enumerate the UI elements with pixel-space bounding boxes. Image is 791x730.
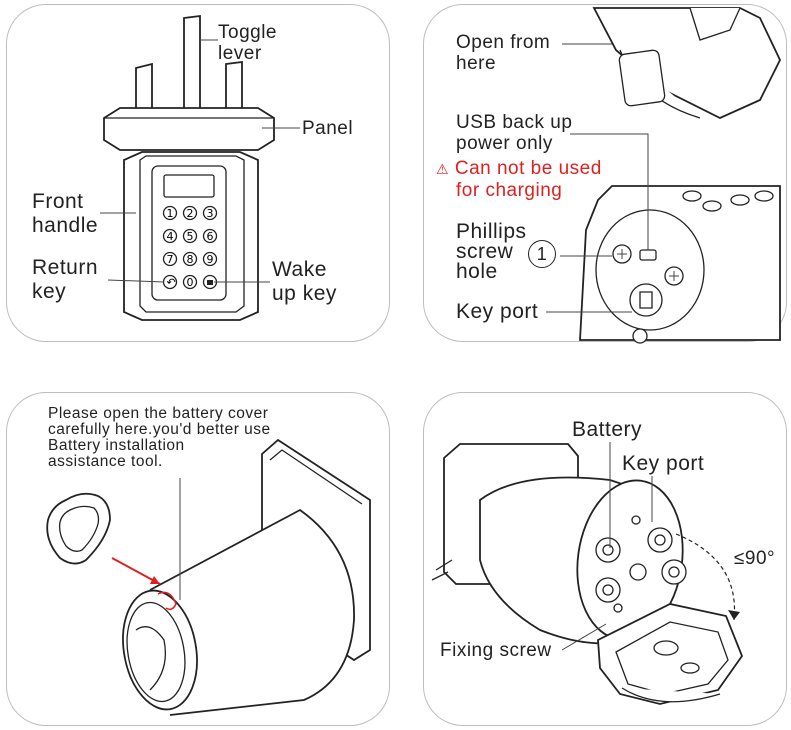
battery-open-illustration xyxy=(431,442,744,705)
svg-text:4: 4 xyxy=(167,230,174,243)
svg-text:3: 3 xyxy=(207,207,214,220)
key-port-label: Key port xyxy=(456,300,539,323)
svg-text:9: 9 xyxy=(207,253,214,266)
lock-front-illustration: 1 2 3 4 5 6 7 8 9 ↶ 0 xyxy=(100,14,300,321)
lock-back-illustration xyxy=(546,7,782,344)
battery-label: Battery xyxy=(572,418,643,441)
svg-text:5: 5 xyxy=(187,230,194,243)
warning-icon: ⚠ xyxy=(436,161,450,177)
svg-text:8: 8 xyxy=(187,253,194,266)
svg-text:2: 2 xyxy=(187,207,194,220)
svg-text:1: 1 xyxy=(167,207,174,220)
panel-label: Panel xyxy=(302,118,354,139)
key-port-label-2: Key port xyxy=(622,452,705,475)
charging-warning: ⚠ Can not be used for charging xyxy=(436,158,602,201)
svg-text:7: 7 xyxy=(167,253,174,266)
svg-text:0: 0 xyxy=(187,276,194,289)
fixing-screw-label: Fixing screw xyxy=(440,640,552,661)
circled-number-badge: 1 xyxy=(528,240,556,268)
angle-label: ≤90° xyxy=(734,548,776,569)
svg-text:↶: ↶ xyxy=(167,276,176,289)
battery-cover-illustration xyxy=(46,438,371,716)
svg-text:6: 6 xyxy=(207,230,214,243)
battery-cover-instruction: Please open the battery cover carefully … xyxy=(48,405,271,470)
